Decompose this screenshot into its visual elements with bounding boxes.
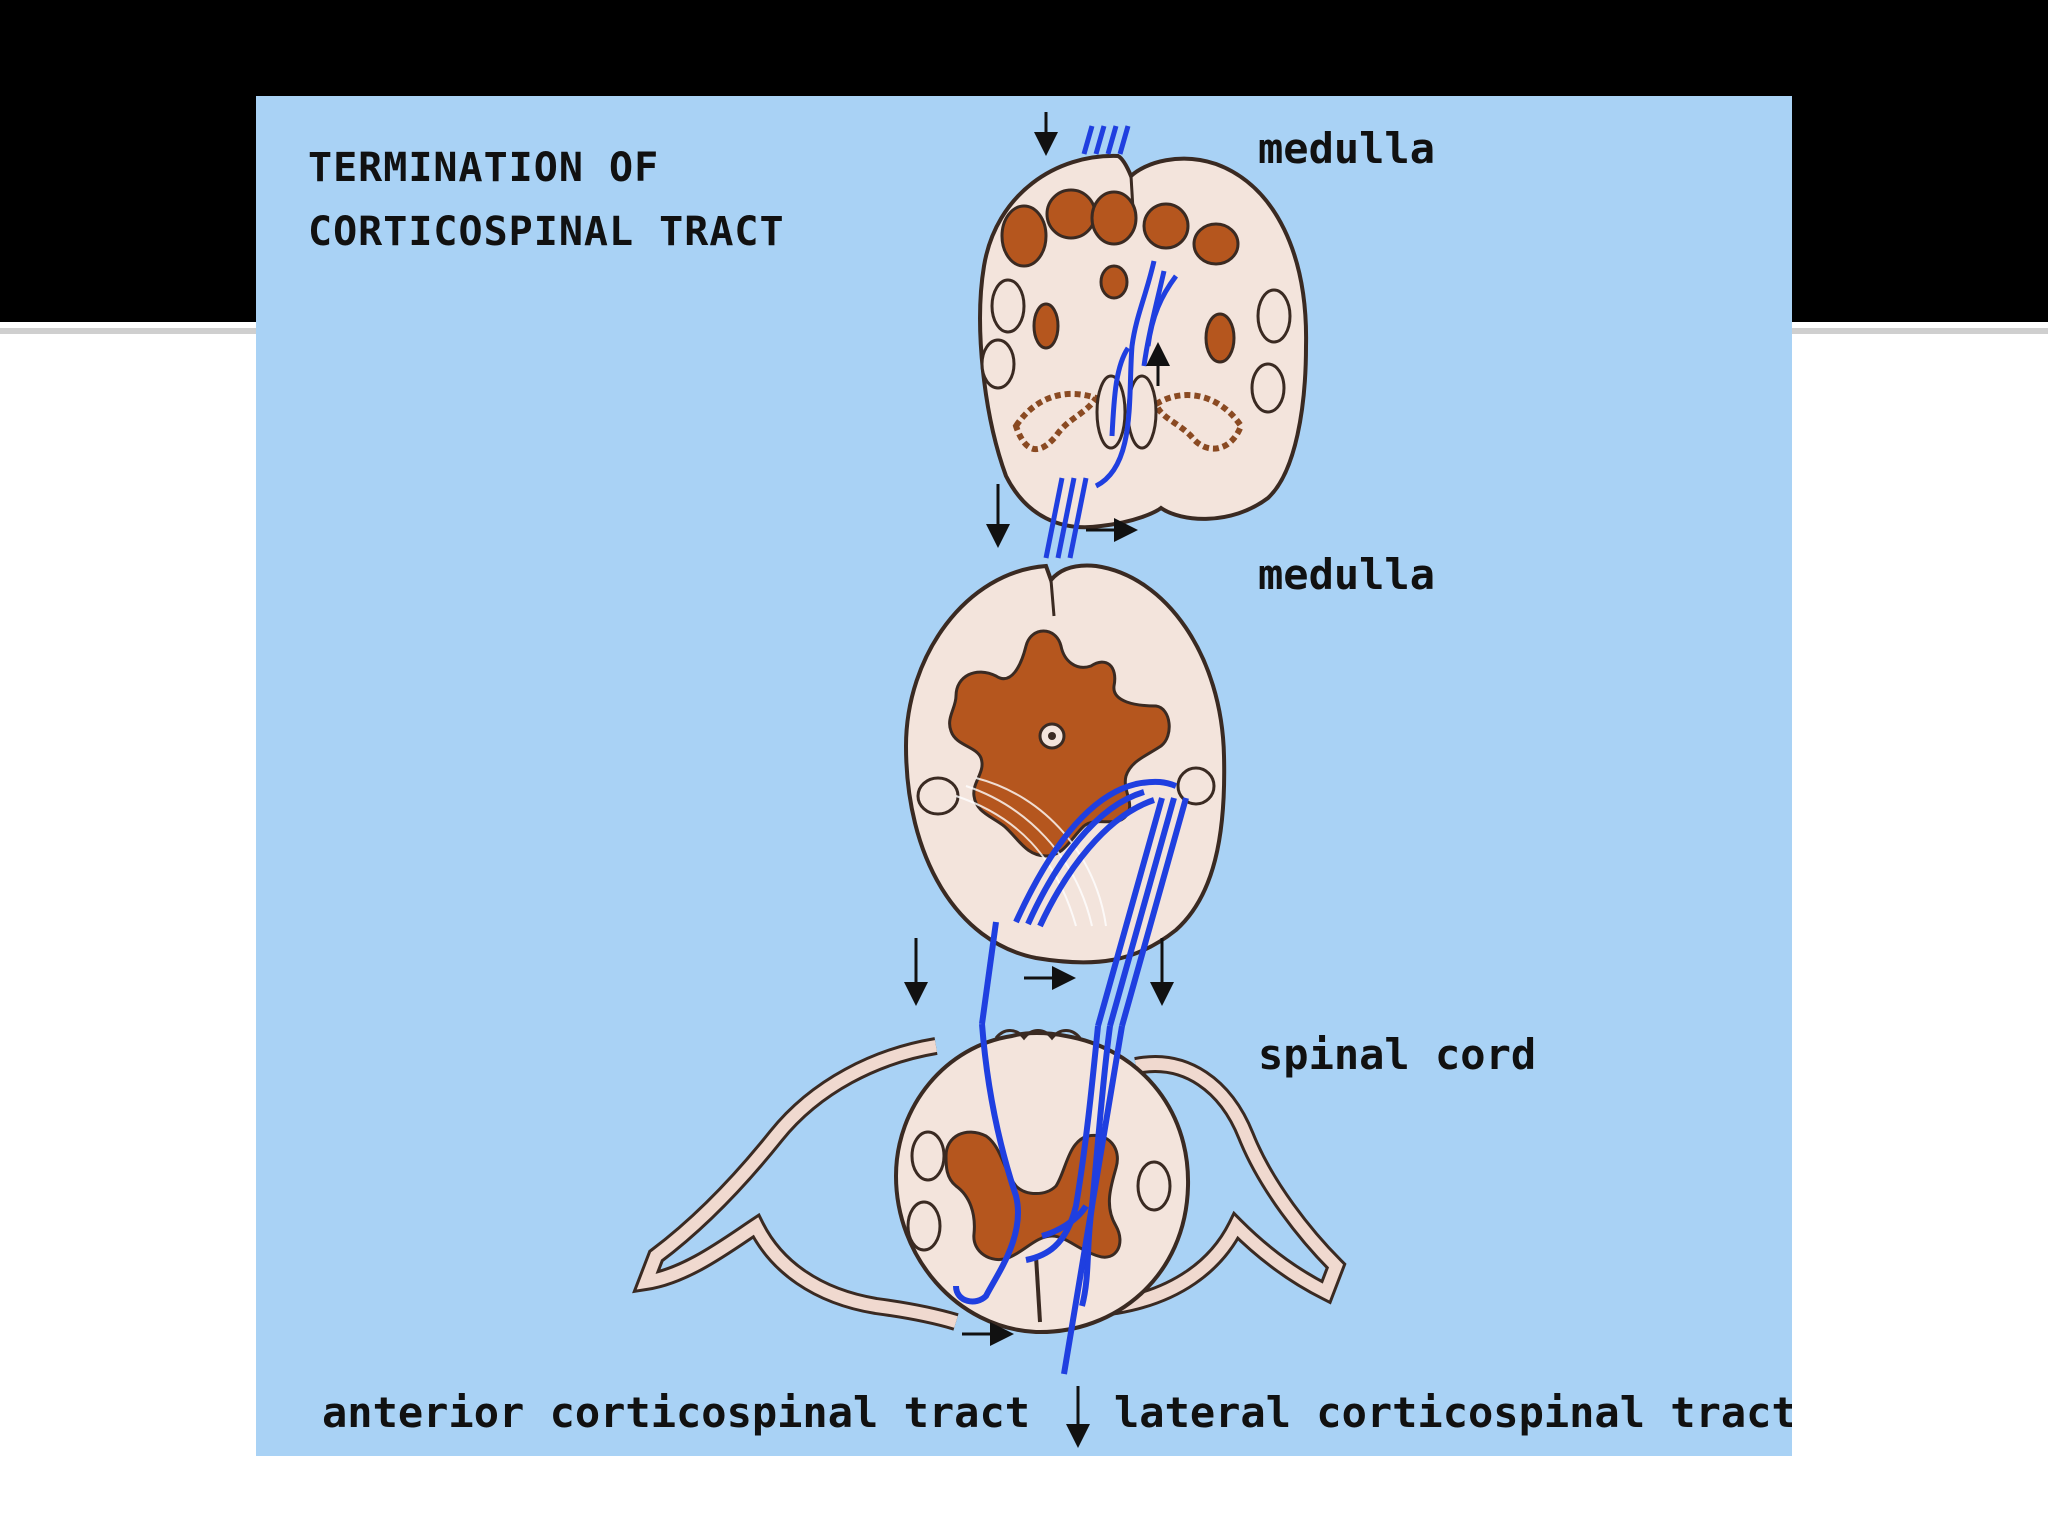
gray-matter-spinal <box>944 1130 1122 1261</box>
label-lateral-corticospinal-tract: lateral corticospinal tract <box>1114 1388 1792 1437</box>
tract-fibers-lower <box>953 1023 1125 1375</box>
figure-title-line-2: CORTICOSPINAL TRACT <box>308 209 785 255</box>
dorsal-rootlets <box>994 1029 1082 1041</box>
nucleus <box>1032 302 1060 350</box>
corticospinal-diagram: TERMINATION OF CORTICOSPINAL TRACT medul… <box>256 96 1792 1456</box>
nucleus <box>1099 264 1129 300</box>
nucleus <box>1090 190 1138 246</box>
diagram-drawing <box>632 112 1347 1448</box>
label-anterior-corticospinal-tract: anterior corticospinal tract <box>322 1388 1031 1437</box>
label-medulla-upper: medulla <box>1258 124 1436 173</box>
central-canal-dot <box>1048 732 1056 740</box>
tract <box>980 338 1016 390</box>
nucleus <box>1045 188 1097 240</box>
upper-medulla-section <box>978 112 1309 559</box>
nucleus <box>1192 222 1240 266</box>
figure-title: TERMINATION OF CORTICOSPINAL TRACT <box>308 136 785 264</box>
tract <box>916 776 960 816</box>
tract <box>1176 766 1216 806</box>
spinal-cord-section <box>632 1023 1347 1448</box>
lower-medulla-section <box>903 563 1227 1027</box>
left-nerve-fill <box>636 1040 958 1328</box>
nucleus <box>1000 204 1048 268</box>
tract <box>906 1200 942 1252</box>
decussation-fibers <box>955 777 1107 927</box>
label-spinal-cord: spinal cord <box>1258 1030 1537 1079</box>
tract <box>910 1130 946 1182</box>
tract-fibers-middle <box>979 778 1189 1027</box>
figure-title-line-1: TERMINATION OF <box>308 145 660 191</box>
tract <box>990 278 1026 334</box>
nucleus <box>1204 312 1236 364</box>
anterior-fissure <box>1034 1255 1042 1323</box>
inferior-olive-right <box>1152 392 1245 452</box>
nucleus <box>1142 202 1190 250</box>
median-fissure <box>1049 579 1056 617</box>
inferior-olive-left <box>1012 390 1101 453</box>
label-medulla-lower: medulla <box>1258 550 1436 599</box>
spinal-cord-outline <box>893 1031 1191 1335</box>
tract <box>1256 288 1292 344</box>
tract-fibers-upper <box>1043 125 1179 559</box>
tract <box>1250 362 1286 414</box>
tract <box>1136 1160 1172 1212</box>
